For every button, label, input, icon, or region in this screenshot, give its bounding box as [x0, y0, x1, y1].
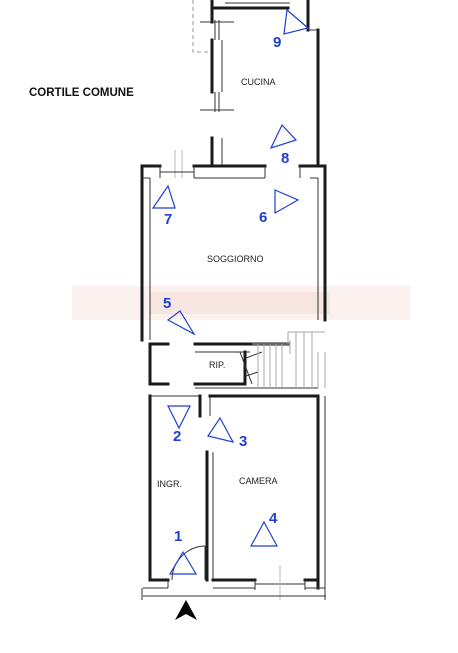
staircase: [252, 331, 326, 388]
room-label-entrance: INGR.: [157, 479, 182, 489]
room-label-kitchen: CUCINA: [241, 77, 276, 87]
viewpoint-numbers: 9 8 6 7 5 2 3 4 1: [163, 34, 289, 545]
lower-walls: [141, 394, 326, 600]
watermark-band-inner: [150, 292, 330, 314]
north-arrow-icon: [175, 600, 197, 620]
storage-walls: [148, 342, 318, 389]
room-label-living: SOGGIORNO: [207, 254, 264, 264]
dashed-boundary: [192, 0, 208, 53]
camera-marker-9: [283, 8, 310, 35]
room-label-storage: RIP.: [209, 360, 225, 370]
viewpoint-label-9: 9: [273, 34, 281, 51]
camera-marker-4: [249, 520, 279, 547]
viewpoint-label-4: 4: [269, 510, 278, 527]
watermark-band: [72, 286, 410, 320]
viewpoint-label-2: 2: [173, 428, 181, 445]
viewpoint-label-7: 7: [164, 211, 172, 228]
viewpoint-label-5: 5: [163, 295, 171, 312]
viewpoint-label-1: 1: [174, 528, 182, 545]
camera-marker-6: [274, 189, 300, 215]
camera-marker-1: [168, 550, 198, 575]
kitchen-walls: [200, 0, 320, 168]
camera-marker-7: [151, 184, 176, 209]
courtyard-label: CORTILE COMUNE: [29, 87, 134, 99]
viewpoint-label-8: 8: [281, 150, 289, 167]
camera-marker-3: [207, 416, 235, 443]
viewpoint-label-6: 6: [259, 209, 267, 226]
camera-marker-2: [167, 405, 191, 430]
camera-marker-8: [269, 123, 298, 149]
camera-marker-5: [166, 310, 196, 336]
viewpoint-markers: [151, 8, 310, 575]
room-label-bedroom: CAMERA: [239, 476, 278, 486]
living-walls: [140, 150, 327, 342]
viewpoint-label-3: 3: [239, 433, 247, 450]
